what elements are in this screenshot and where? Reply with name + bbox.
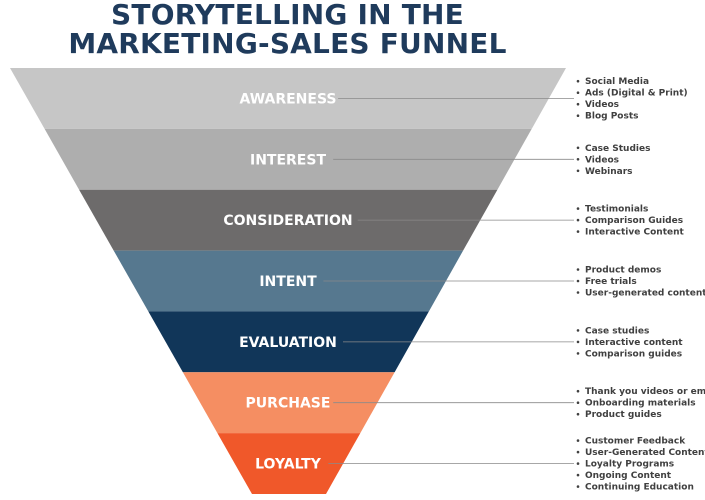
bullet-dot	[576, 329, 580, 332]
bullet-item: Interactive Content	[585, 228, 685, 238]
funnel-band-interest	[44, 128, 532, 190]
bullet-item: Comparison Guides	[585, 216, 683, 226]
stage-label-loyalty: LOYALTY	[255, 457, 322, 473]
bullet-dot	[576, 439, 580, 442]
funnel-band-consideration	[79, 189, 498, 251]
bullet-dot	[576, 102, 580, 106]
bullet-item: Onboarding materials	[585, 399, 696, 409]
bullet-dot	[576, 340, 580, 344]
bullet-item: Product demos	[585, 266, 661, 276]
bullet-item: Free trials	[585, 277, 637, 287]
bullet-dot	[576, 485, 580, 488]
stage-label-intent: INTENT	[259, 274, 317, 290]
bullet-dot	[576, 230, 580, 233]
bullet-item: Comparison guides	[585, 349, 682, 359]
stage-label-evaluation: EVALUATION	[239, 335, 337, 351]
bullet-dot	[576, 401, 580, 405]
bullet-item: Webinars	[585, 167, 633, 177]
stage-label-purchase: PURCHASE	[246, 396, 331, 412]
bullet-dot	[576, 462, 580, 465]
bullet-dot	[576, 473, 580, 477]
bullet-item: User-Generated Content	[585, 448, 705, 458]
bullet-item: Continuing Education	[585, 483, 694, 493]
stage-label-consideration: CONSIDERATION	[223, 213, 352, 229]
bullet-item: Social Media	[585, 77, 649, 87]
bullet-item: Product guides	[585, 410, 662, 420]
bullet-item: User-generated content	[585, 289, 705, 299]
bullet-dot	[576, 114, 580, 117]
stage-label-awareness: AWARENESS	[239, 91, 336, 107]
bullet-dot	[576, 268, 580, 271]
bullet-item: Case Studies	[585, 144, 650, 154]
bullet-dot	[576, 389, 580, 393]
bullet-dot	[576, 79, 580, 83]
bullet-item: Case studies	[585, 326, 649, 336]
bullet-item: Ongoing Content	[585, 471, 672, 481]
bullet-dot	[576, 146, 580, 150]
bullet-dot	[576, 352, 580, 355]
bullet-item: Testimonials	[585, 205, 648, 215]
funnel-band-evaluation	[148, 311, 429, 373]
bullet-dot	[576, 450, 580, 454]
bullet-dot	[576, 91, 580, 94]
bullet-item: Loyalty Programs	[585, 460, 674, 470]
bullet-item: Videos	[585, 155, 619, 165]
bullet-dot	[576, 169, 580, 173]
funnel-band-awareness	[10, 68, 566, 129]
bullet-dot	[576, 207, 580, 210]
funnel-band-loyalty	[217, 433, 361, 494]
bullet-item: Thank you videos or emails	[585, 387, 705, 397]
page-title-line2: MARKETING-SALES FUNNEL	[68, 27, 507, 60]
page-title-line1: STORYTELLING IN THE	[111, 0, 464, 31]
funnel-stage-purchase: PURCHASE Thank you videos or emailsOnboar…	[182, 372, 705, 434]
bullet-dot	[576, 218, 580, 222]
bullet-item: Ads (Digital & Print)	[585, 89, 688, 99]
funnel-band-intent	[113, 250, 464, 312]
bullet-dot	[576, 279, 580, 283]
bullet-dot	[576, 158, 580, 161]
bullet-item: Customer Feedback	[585, 437, 686, 447]
bullet-dot	[576, 412, 580, 416]
bullet-item: Videos	[585, 100, 619, 110]
funnel-band-purchase	[182, 372, 395, 434]
bullet-item: Blog Posts	[585, 112, 639, 122]
stage-label-interest: INTEREST	[250, 152, 326, 168]
bullet-dot	[576, 291, 580, 294]
bullet-item: Interactive content	[585, 338, 683, 348]
